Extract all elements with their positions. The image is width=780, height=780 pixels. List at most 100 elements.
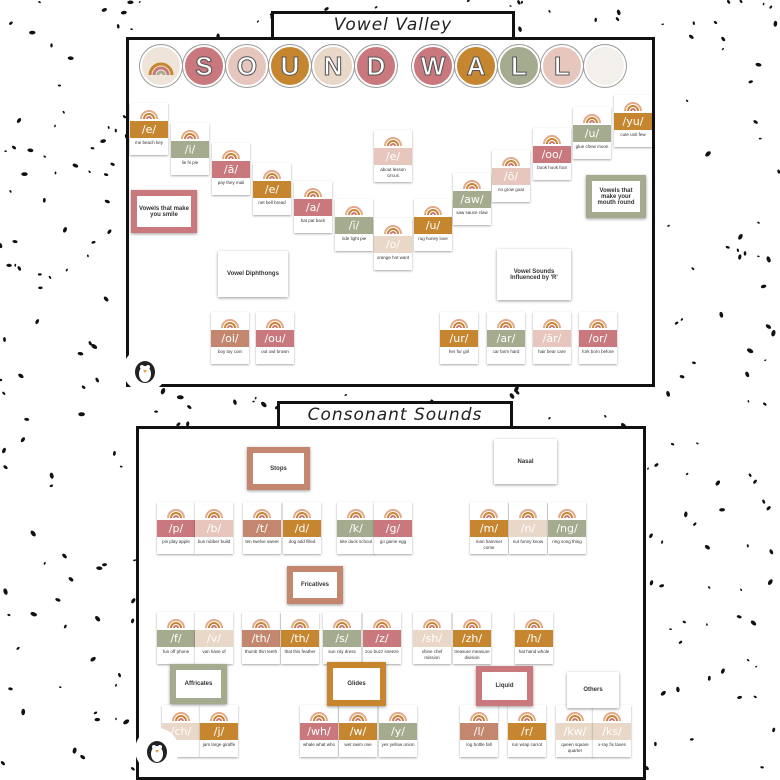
sound-symbol: /u/ <box>414 217 452 234</box>
sound-symbol: /l/ <box>460 723 498 740</box>
vowel-card: /aw/saw sauce claw <box>453 173 491 225</box>
example-words: whale what who <box>302 742 336 747</box>
consonant-card: /zh/treasure measure division <box>453 612 491 664</box>
rainbow-icon <box>256 312 294 330</box>
example-words: ride light pie <box>341 236 367 241</box>
rainbow-icon <box>548 502 586 520</box>
rainbow-icon <box>281 612 319 630</box>
label-text: Liquid <box>482 672 527 700</box>
vowel-card: /ĭ/ride light pie <box>335 199 373 251</box>
sound-symbol: /ār/ <box>533 330 571 347</box>
rainbow-icon <box>515 612 553 630</box>
rainbow-icon <box>453 612 491 630</box>
rainbow-icon <box>440 312 478 330</box>
sound-symbol: /ar/ <box>487 330 525 347</box>
rainbow-icon <box>492 150 530 168</box>
rainbow-icon <box>162 705 200 723</box>
example-words: pay they mail <box>217 180 245 185</box>
consonant-card: /s/sun city dress <box>323 612 361 664</box>
example-words: zoo buzz sneeze <box>365 649 399 654</box>
consonant-card: /m/man hammer come <box>470 502 508 554</box>
example-words: net bell bread <box>258 200 286 205</box>
vowel-card: /oi/boy toy coin <box>211 312 249 364</box>
sound-symbol: /r/ <box>508 723 546 740</box>
rainbow-icon <box>283 502 321 520</box>
vowel-label-card: Vowels that make your mouth round <box>586 175 646 218</box>
rainbow-icon <box>556 705 594 723</box>
rainbow-icon <box>374 218 412 236</box>
example-words: hair bear care <box>538 349 566 354</box>
sound-symbol: /s/ <box>323 630 361 647</box>
sound-symbol: /e/ <box>253 181 291 198</box>
rainbow-icon <box>243 502 281 520</box>
sound-symbol: /u/ <box>573 125 611 142</box>
banner-letter-7: A <box>455 45 497 87</box>
label-text: Affricates <box>176 670 221 698</box>
label-text: Vowels that make your mouth round <box>592 181 640 212</box>
sound-symbol: /sh/ <box>413 630 451 647</box>
rainbow-icon <box>211 312 249 330</box>
example-words: me beach key <box>134 140 163 145</box>
consonant-card: /wh/whale what who <box>300 705 338 757</box>
consonant-label-card: Liquid <box>476 666 533 706</box>
example-words: glue chew moon <box>575 144 609 149</box>
consonant-card: /ks/x-ray fix taxes <box>593 705 631 757</box>
example-words: ring song thing <box>552 539 582 544</box>
example-words: her fur girl <box>448 349 470 354</box>
consonant-label-card: Nasal <box>494 439 557 484</box>
rainbow-icon <box>212 143 250 161</box>
vowel-card: /oo/book hook foot <box>533 128 571 180</box>
rainbow-icon <box>300 705 338 723</box>
sound-symbol: /oi/ <box>211 330 249 347</box>
banner-letter-text: S <box>195 50 213 81</box>
banner-letter-2: O <box>226 45 268 87</box>
sound-symbol: /p/ <box>157 520 195 537</box>
consonant-card: /h/hat hand whole <box>515 612 553 664</box>
vowel-card: /e/me beach key <box>130 103 168 155</box>
example-words: jam large giraffe <box>202 742 236 747</box>
banner-letter-1: S <box>183 45 225 87</box>
banner-letter-6: W <box>412 45 454 87</box>
sound-symbol: /w/ <box>339 723 377 740</box>
banner-letter-8: L <box>498 45 540 87</box>
penguin-icon <box>135 361 155 383</box>
example-words: fork born before <box>582 349 614 354</box>
vowel-card: /ar/car farm hard <box>487 312 525 364</box>
sound-symbol: /j/ <box>200 723 238 740</box>
consonant-card: /p/pin play apple <box>157 502 195 554</box>
rainbow-icon <box>413 612 451 630</box>
sound-symbol: /ĭ/ <box>335 217 373 234</box>
rainbow-emblem-icon <box>140 45 182 87</box>
sound-symbol: /n/ <box>509 520 547 537</box>
vowel-card: /o/orange hot want <box>374 218 412 270</box>
example-words: dog add filled <box>288 539 316 544</box>
banner-letter-text: W <box>420 50 446 81</box>
banner-letter-3: U <box>269 45 311 87</box>
rainbow-icon <box>379 705 417 723</box>
example-words: shine chef mission <box>421 649 443 660</box>
rainbow-icon <box>200 705 238 723</box>
banner-letter-9: L <box>541 45 583 87</box>
consonant-card: /th/that this feather <box>281 612 319 664</box>
rainbow-icon <box>533 128 571 146</box>
sound-symbol: /ks/ <box>593 723 631 740</box>
sound-symbol: /ō/ <box>492 168 530 185</box>
example-words: out owl brown <box>261 349 289 354</box>
rainbow-icon <box>337 502 375 520</box>
rainbow-icon <box>470 502 508 520</box>
consonant-card: /k/kite duck school <box>337 502 375 554</box>
vowel-card: /e/about lesson circus <box>374 130 412 182</box>
example-words: run wrap carrot <box>511 742 543 747</box>
label-text: Fricatives <box>293 572 337 598</box>
example-words: cute unit few <box>620 132 646 137</box>
label-text: Vowel Diphthongs <box>224 257 282 291</box>
vowel-card: /ō/no grow goat <box>492 150 530 202</box>
consonant-label-card: Others <box>567 672 619 708</box>
sound-symbol: /th/ <box>281 630 319 647</box>
rainbow-icon <box>339 705 377 723</box>
rainbow-icon <box>487 312 525 330</box>
consonant-label-card: Affricates <box>170 664 227 704</box>
vowel-valley-panel <box>126 37 655 387</box>
banner-letter-4: N <box>312 45 354 87</box>
vowel-label-card: Vowel Diphthongs <box>218 251 288 297</box>
